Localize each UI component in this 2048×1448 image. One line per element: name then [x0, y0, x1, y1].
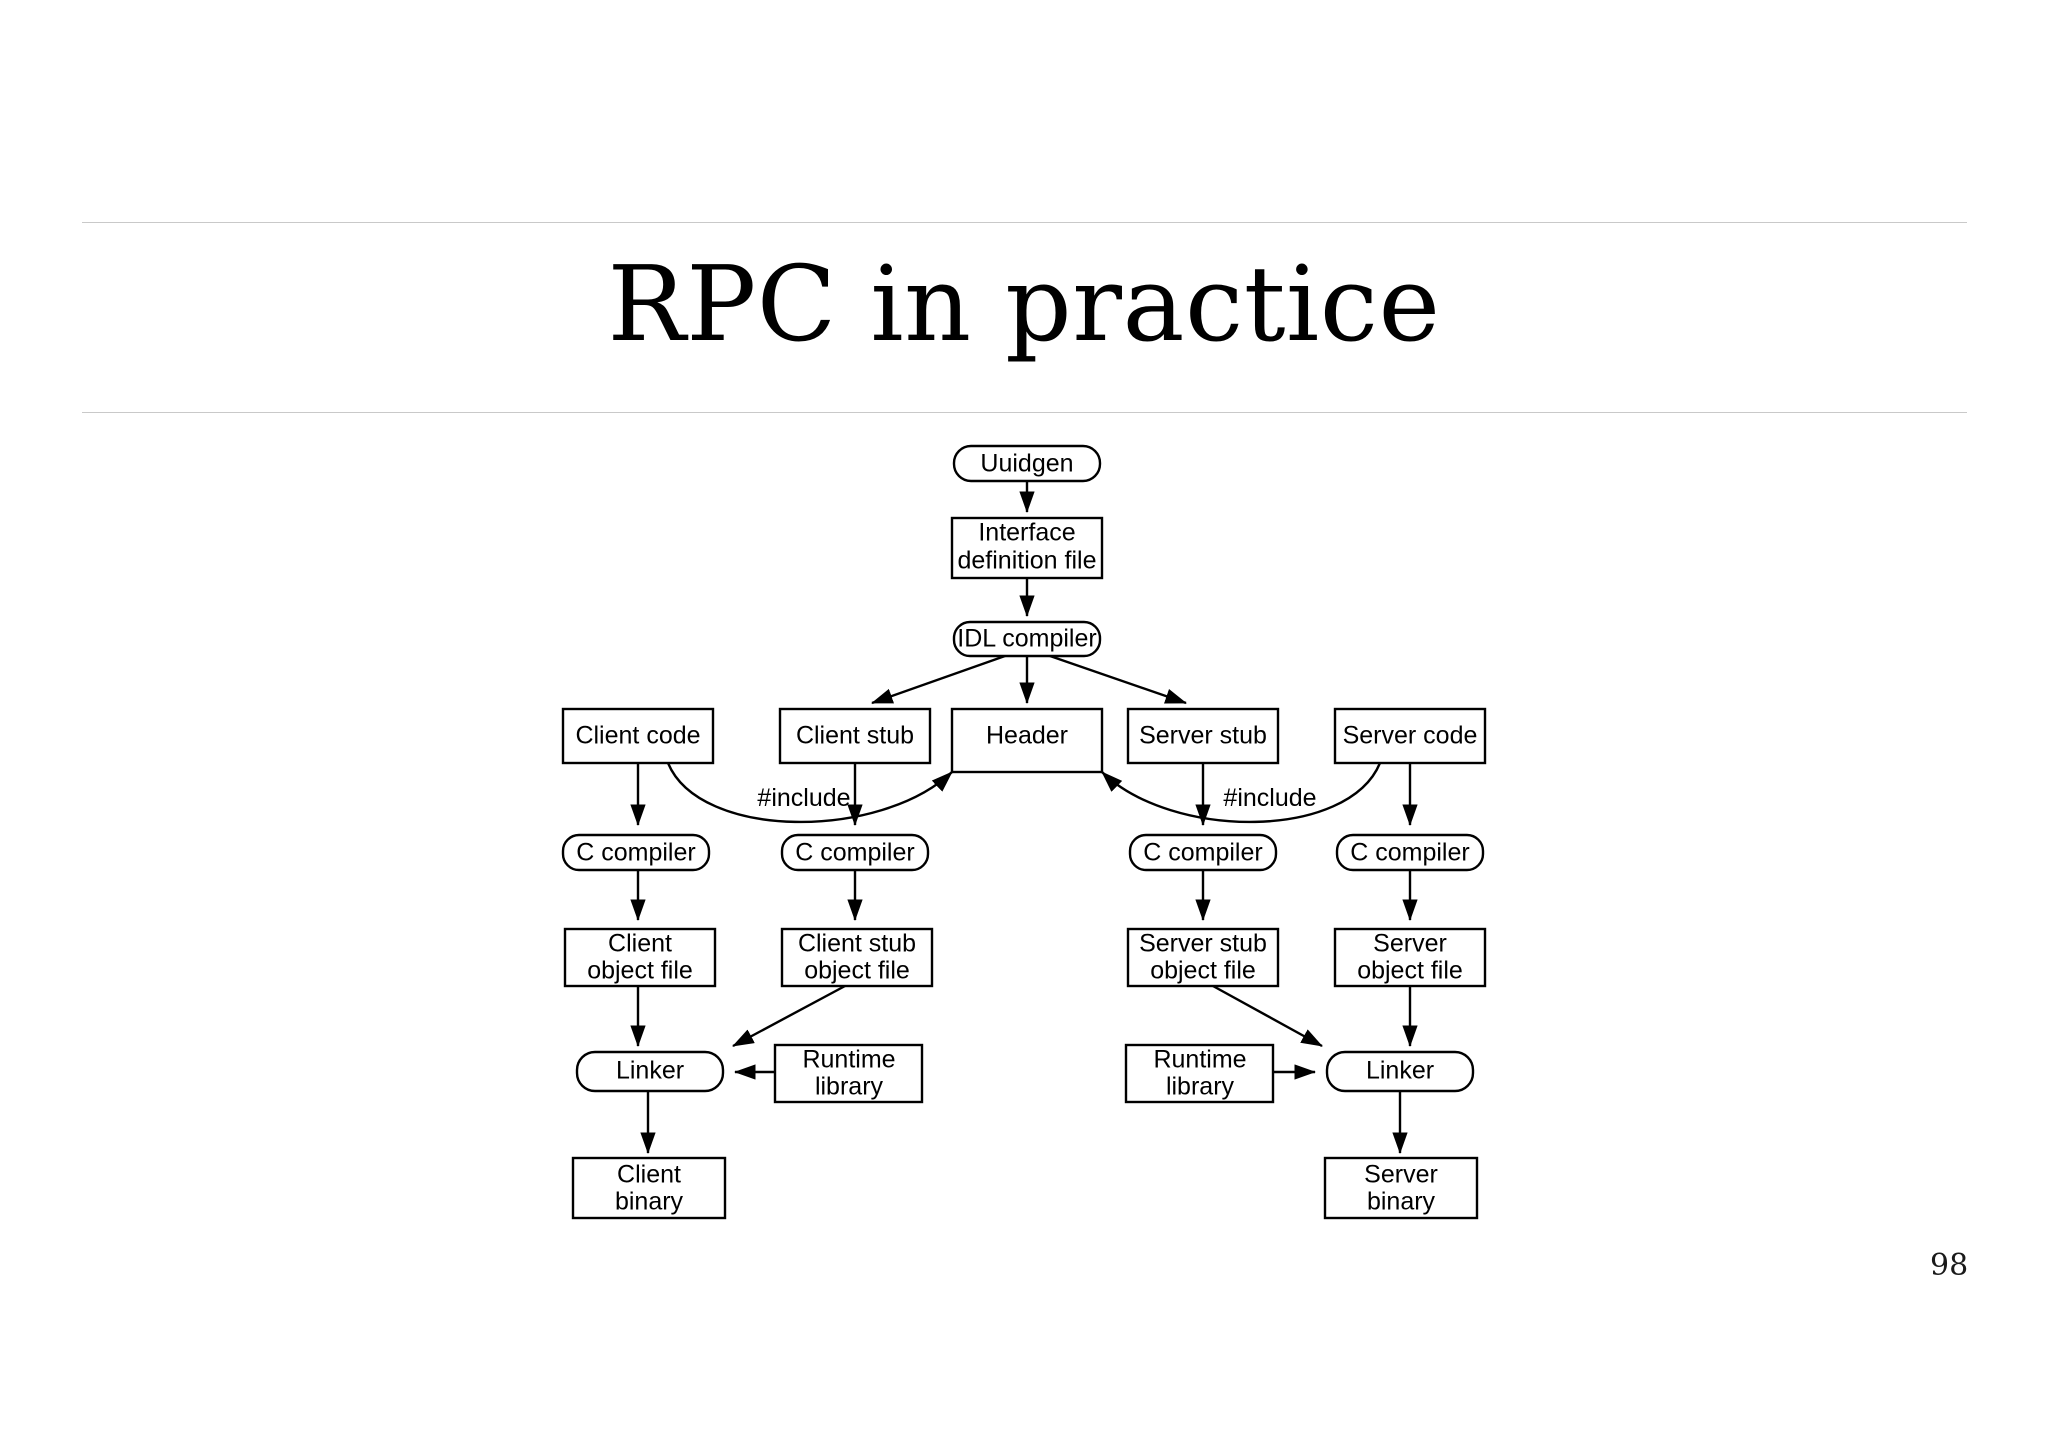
node-uuidgen-label: Uuidgen — [980, 450, 1073, 478]
node-idf-label-line1: Interface — [978, 519, 1075, 547]
node-c-compiler-server-label: C compiler — [1350, 839, 1469, 867]
node-client-stub[interactable]: Client stub — [778, 707, 932, 765]
node-interface-definition-file[interactable]: Interface definition file — [950, 516, 1104, 580]
node-server-stub-label: Server stub — [1139, 722, 1267, 750]
node-header-label: Header — [986, 722, 1068, 750]
node-idf-label-line2: definition file — [958, 547, 1097, 575]
node-linker-server[interactable]: Linker — [1325, 1050, 1475, 1093]
edge-idl-to-server-stub — [1049, 654, 1187, 705]
node-server-object-file[interactable]: Server object file — [1333, 927, 1487, 988]
node-uuidgen[interactable]: Uuidgen — [952, 444, 1102, 483]
node-server-binary-label-line1: Server — [1364, 1161, 1438, 1189]
node-linker-server-label: Linker — [1366, 1057, 1434, 1085]
node-header[interactable]: Header — [950, 707, 1104, 774]
node-server-code[interactable]: Server code — [1333, 707, 1487, 765]
node-server-stub[interactable]: Server stub — [1126, 707, 1280, 765]
node-server-stub-obj-label-line2: object file — [1150, 957, 1256, 985]
header-divider-bottom — [82, 412, 1967, 413]
node-server-code-label: Server code — [1343, 722, 1478, 750]
edge-server-stub-obj-to-linker — [1212, 984, 1323, 1048]
node-c-compiler-server-stub[interactable]: C compiler — [1128, 833, 1278, 872]
rpc-flowchart: Uuidgen Interface definition file IDL co… — [0, 420, 2048, 1260]
node-c-compiler-client[interactable]: C compiler — [561, 833, 711, 872]
node-client-object-file[interactable]: Client object file — [563, 927, 717, 988]
node-linker-client-label: Linker — [616, 1057, 684, 1085]
node-runtime-server-label-line1: Runtime — [1153, 1046, 1246, 1074]
page-number: 98 — [1930, 1248, 1969, 1283]
node-client-obj-label-line2: object file — [587, 957, 693, 985]
node-client-stub-label: Client stub — [796, 722, 914, 750]
node-runtime-client-label-line2: library — [815, 1073, 884, 1101]
node-runtime-library-server[interactable]: Runtime library — [1124, 1043, 1275, 1104]
edge-label-include-right: #include — [1223, 784, 1316, 812]
node-client-binary-label-line2: binary — [615, 1188, 684, 1216]
node-idl-compiler[interactable]: IDL compiler — [952, 620, 1102, 658]
edge-idl-to-client-stub — [871, 654, 1006, 705]
page-title: RPC in practice — [607, 243, 1441, 365]
node-client-obj-label-line1: Client — [608, 930, 672, 958]
node-runtime-library-client[interactable]: Runtime library — [773, 1043, 924, 1104]
edge-label-include-left: #include — [757, 784, 850, 812]
edge-client-stub-obj-to-linker — [732, 984, 846, 1048]
node-server-stub-object-file[interactable]: Server stub object file — [1126, 927, 1280, 988]
node-client-binary-label-line1: Client — [617, 1161, 681, 1189]
node-c-compiler-server[interactable]: C compiler — [1335, 833, 1485, 872]
node-server-binary-label-line2: binary — [1367, 1188, 1436, 1216]
node-server-obj-label-line1: Server — [1373, 930, 1447, 958]
node-server-stub-obj-label-line1: Server stub — [1139, 930, 1267, 958]
header-divider-top — [82, 222, 1967, 223]
node-server-obj-label-line2: object file — [1357, 957, 1463, 985]
node-c-compiler-server-stub-label: C compiler — [1143, 839, 1262, 867]
node-c-compiler-client-stub[interactable]: C compiler — [780, 833, 930, 872]
node-client-code-label: Client code — [575, 722, 700, 750]
node-client-code[interactable]: Client code — [561, 707, 715, 765]
node-runtime-client-label-line1: Runtime — [802, 1046, 895, 1074]
edge-server-code-include-header — [1101, 762, 1382, 824]
node-linker-client[interactable]: Linker — [575, 1050, 725, 1093]
edge-client-code-include-header — [666, 762, 953, 824]
node-client-stub-obj-label-line2: object file — [804, 957, 910, 985]
node-runtime-server-label-line2: library — [1166, 1073, 1235, 1101]
node-client-stub-object-file[interactable]: Client stub object file — [780, 927, 934, 988]
node-client-stub-obj-label-line1: Client stub — [798, 930, 916, 958]
node-server-binary[interactable]: Server binary — [1323, 1156, 1479, 1220]
node-c-compiler-client-stub-label: C compiler — [795, 839, 914, 867]
node-client-binary[interactable]: Client binary — [571, 1156, 727, 1220]
node-c-compiler-client-label: C compiler — [576, 839, 695, 867]
node-idl-compiler-label: IDL compiler — [957, 625, 1096, 653]
